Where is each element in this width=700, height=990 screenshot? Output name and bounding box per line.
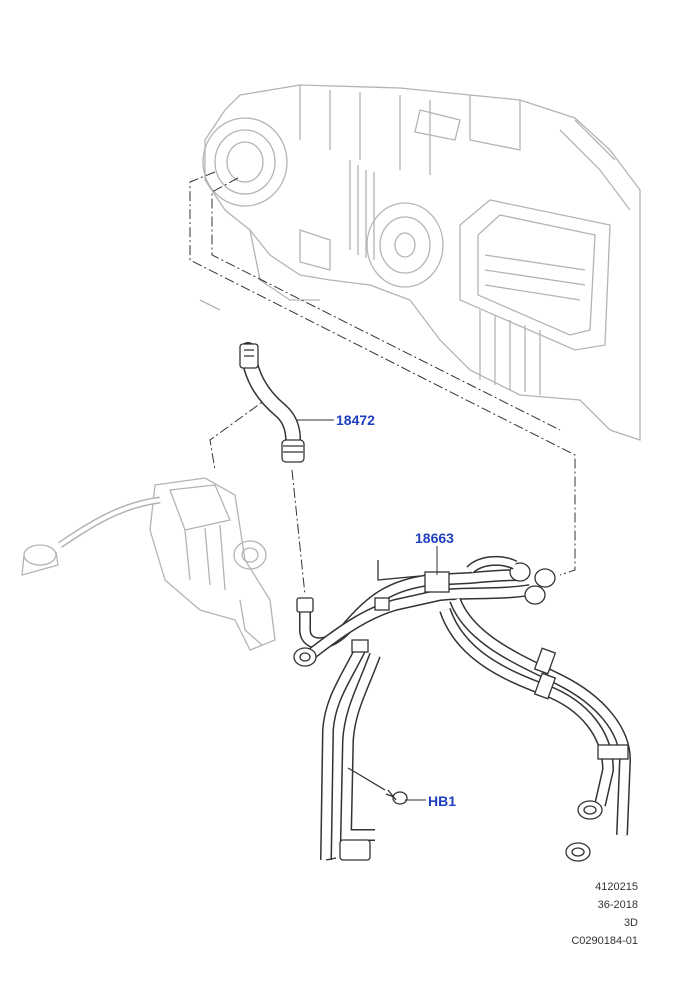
drawing-number: 4120215: [595, 881, 638, 893]
auxiliary-heater: [21, 477, 276, 651]
drawing-reference: 4120215 36-2018 3D C0290184-01: [571, 878, 638, 950]
bolt-hb1[interactable]: [347, 767, 408, 805]
drawing-date: 36-2018: [597, 899, 638, 911]
drawing-code: C0290184-01: [571, 935, 638, 947]
callout-18663[interactable]: 18663: [415, 530, 454, 546]
hose-assembly-18663[interactable]: [293, 555, 632, 862]
drawing-view: 3D: [623, 917, 638, 929]
callout-leaders: [297, 419, 438, 801]
leader-lines: [189, 171, 576, 596]
callout-18472[interactable]: 18472: [336, 412, 375, 428]
callout-hb1[interactable]: HB1: [428, 793, 457, 809]
heater-hose-18472[interactable]: [239, 342, 305, 463]
hvac-housing: [199, 84, 641, 441]
